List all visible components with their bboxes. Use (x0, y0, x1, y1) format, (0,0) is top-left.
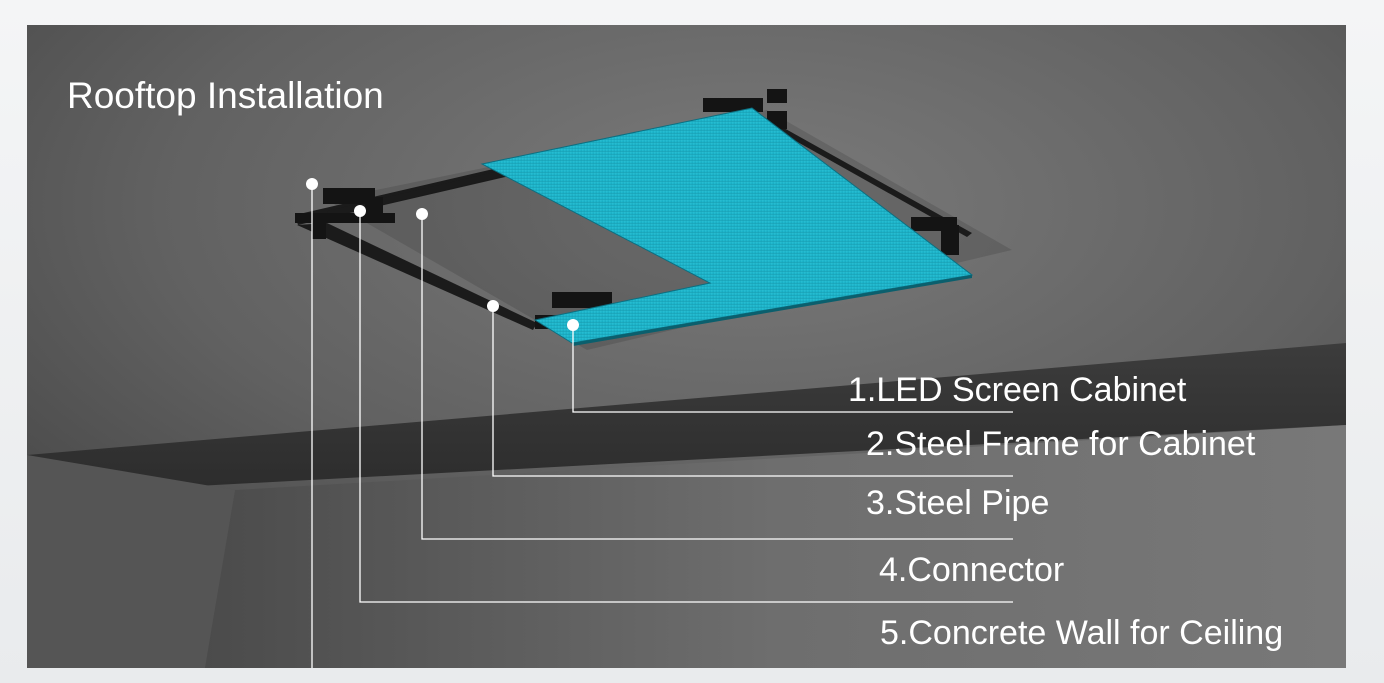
wall-side (27, 455, 235, 668)
callout-line-steel-frame (492, 307, 1013, 477)
callout-lines (311, 184, 1013, 668)
callout-dot-led-screen-cabinet (567, 319, 579, 331)
label-steel-frame: 2.Steel Frame for Cabinet (866, 425, 1256, 463)
ceiling-beam (27, 343, 1346, 495)
led-screen-edge (572, 275, 972, 346)
diagram-title: Rooftop Installation (67, 75, 384, 116)
label-steel-pipe: 3.Steel Pipe (866, 484, 1050, 522)
callout-dot-steel-pipe (416, 208, 428, 220)
label-connector: 4.Connector (879, 551, 1065, 589)
callout-line-steel-pipe (421, 214, 1013, 540)
callout-dots (306, 178, 579, 331)
installation-diagram: Rooftop Installation 1.LED Screen Cabine… (27, 25, 1346, 668)
callout-dot-connector (354, 205, 366, 217)
label-concrete-wall: 5.Concrete Wall for Ceiling (880, 614, 1284, 652)
concrete-wall (205, 425, 1346, 668)
label-led-screen-cabinet: 1.LED Screen Cabinet (848, 371, 1187, 409)
callout-dot-steel-frame (487, 300, 499, 312)
diagram-scene (27, 25, 1346, 668)
callout-dot-concrete-wall (306, 178, 318, 190)
callout-line-led-screen-cabinet (572, 326, 1013, 413)
callout-line-connector (359, 211, 1013, 603)
